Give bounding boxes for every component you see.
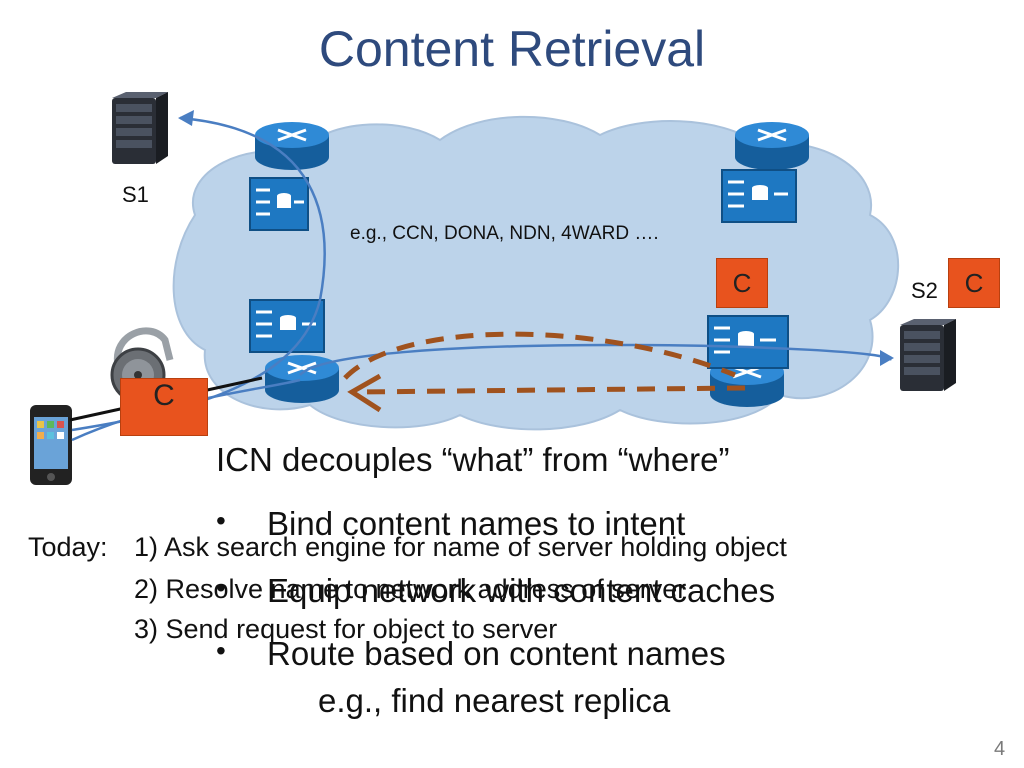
server-s2-label: S2 [911, 278, 938, 303]
dashed-return-path [343, 331, 746, 413]
server-s1-label: S1 [122, 182, 149, 207]
bullet-route-names: Route based on content names [267, 635, 726, 672]
bullet-dot-3: • [216, 635, 226, 666]
content-store-top-left-icon [249, 177, 309, 231]
content-store-bottom-left-icon [249, 299, 325, 353]
icn-heading: ICN decouples “what” from “where” [216, 441, 730, 478]
cache-box-client: C [120, 378, 208, 436]
server-s2-icon [900, 319, 956, 391]
bullet-dot-1: • [216, 505, 226, 536]
content-store-bottom-right-icon [707, 315, 789, 369]
today-step-3: 3) Send request for object to server [134, 614, 558, 644]
bullet-bind-names: Bind content names to intent [267, 505, 686, 542]
arrowhead-to-s2 [880, 350, 894, 366]
arrowhead-to-s1 [178, 110, 194, 126]
bullet-dot-2: • [216, 572, 226, 603]
today-step-2: 2) Resolve name to network address of se… [134, 574, 687, 604]
today-prefix: Today: [28, 532, 108, 562]
bullet-content-caches: Equip network with content caches [267, 572, 776, 609]
nearest-replica-note: e.g., find nearest replica [318, 682, 671, 719]
router-top-left-icon [255, 122, 329, 170]
icn-examples-label: e.g., CCN, DONA, NDN, 4WARD …. [350, 223, 659, 244]
slide-title: Content Retrieval [318, 21, 706, 77]
cache-box-s2: C [948, 258, 1000, 308]
content-store-top-right-icon [721, 169, 797, 223]
smartphone-icon [30, 405, 72, 485]
cache-box-router: C [716, 258, 768, 308]
router-top-right-icon [735, 122, 809, 170]
server-s1-icon [112, 92, 168, 164]
page-number: 4 [994, 738, 1006, 760]
today-step-1: 1) Ask search engine for name of server … [134, 532, 787, 562]
